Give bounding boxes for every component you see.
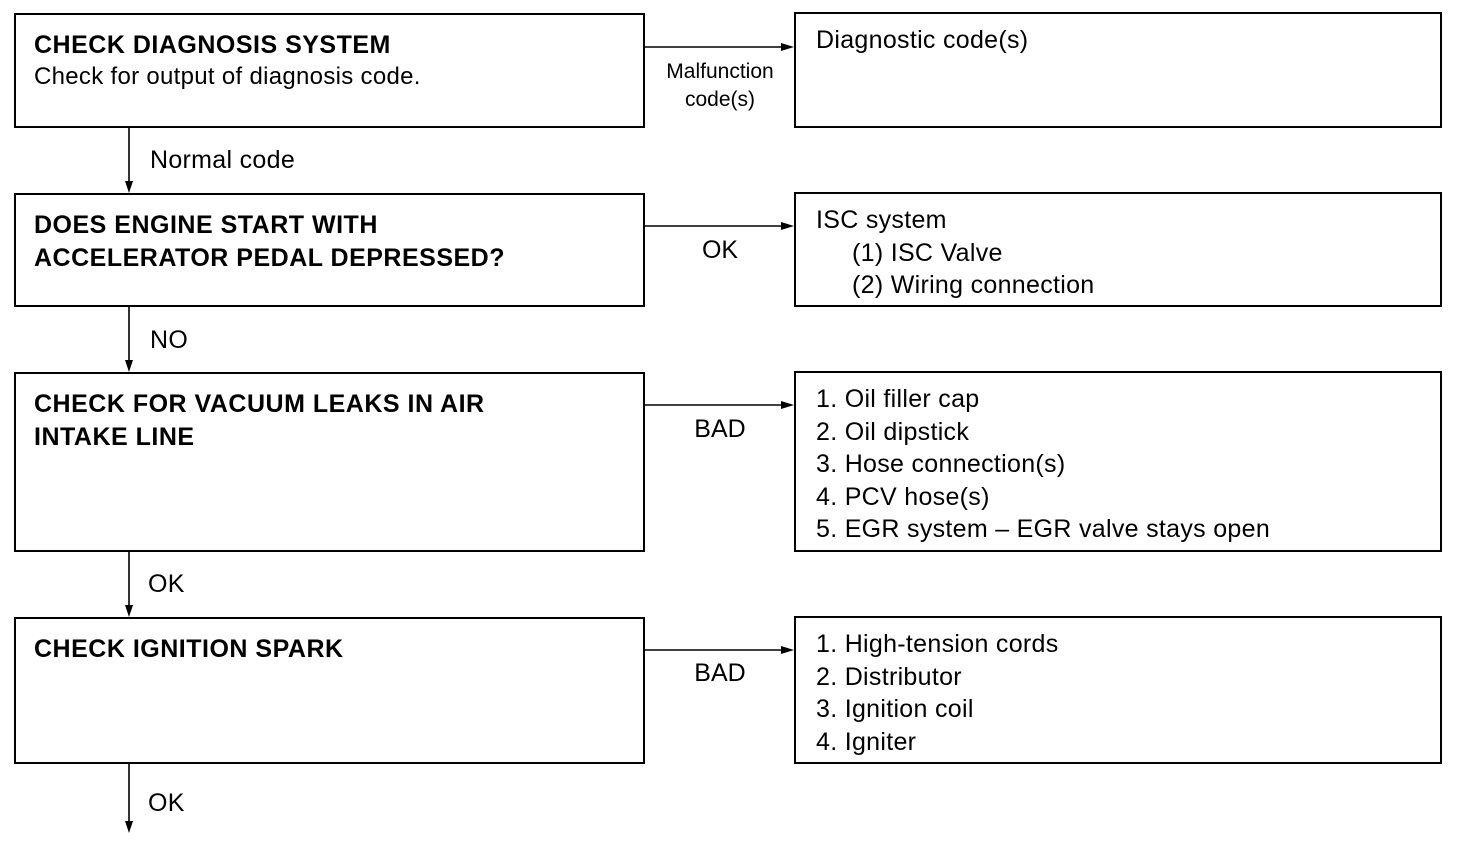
down-label-ok: OK [148,789,185,817]
step-title: CHECK FOR VACUUM LEAKS IN AIR INTAKE LIN… [34,390,485,451]
branch-label-bad: BAD [694,415,746,443]
list-item: (1) ISC Valve [852,238,1003,267]
arrowhead-step3 [781,401,794,409]
outcome-list: 1. Oil filler cap 2. Oil dipstick 3. Hos… [816,383,1440,546]
list-item: (2) Wiring connection [852,271,1095,299]
outcome-title: Diagnostic code(s) [816,26,1029,54]
arrowhead-down-2 [125,360,133,372]
outcome-title: ISC system [816,206,947,234]
arrowhead-step4 [781,646,794,654]
branch-label-bad: BAD [694,659,746,687]
arrowhead-down-3 [125,605,133,617]
step-box-ignition-spark: CHECK IGNITION SPARK [14,617,645,764]
list-item: 4. Igniter [816,727,917,756]
step-box-check-diagnosis: CHECK DIAGNOSIS SYSTEM Check for output … [14,13,645,128]
outcome-box-vacuum-leak-causes: 1. Oil filler cap 2. Oil dipstick 3. Hos… [794,371,1442,552]
list-item: 1. Oil filler cap [816,385,980,413]
outcome-list: 1. High-tension cords 2. Distributor 3. … [816,628,1440,758]
step-description: Check for output of diagnosis code. [34,63,421,90]
down-label-no: NO [150,326,189,354]
branch-label-line: Malfunction [666,60,774,83]
arrowhead-down-1 [125,181,133,193]
list-item: 3. Hose connection(s) [816,450,1066,478]
arrowhead-down-4 [125,821,133,833]
down-label-normal-code: Normal code [150,146,296,174]
list-item: 3. Ignition coil [816,695,974,723]
arrowhead-step1 [781,43,794,51]
step-box-vacuum-leaks: CHECK FOR VACUUM LEAKS IN AIR INTAKE LIN… [14,372,645,552]
list-item: 1. High-tension cords [816,630,1059,658]
outcome-box-isc-system: ISC system (1) ISC Valve (2) Wiring conn… [794,192,1442,307]
step-box-engine-start: DOES ENGINE START WITH ACCELERATOR PEDAL… [14,193,645,307]
arrowhead-step2 [781,222,794,230]
list-item: 4. PCV hose(s) [816,482,990,511]
down-label-ok: OK [148,570,185,598]
list-item: 2. Distributor [816,662,962,691]
list-item: 2. Oil dipstick [816,417,970,446]
list-item: 5. EGR system – EGR valve stays open [816,515,1271,543]
outcome-box-diagnostic-codes: Diagnostic code(s) [794,12,1442,128]
step-title: DOES ENGINE START WITH ACCELERATOR PEDAL… [34,211,506,272]
branch-label-malfunction: Malfunction code(s) [646,58,794,114]
step-title: CHECK DIAGNOSIS SYSTEM [34,31,391,59]
outcome-box-ignition-causes: 1. High-tension cords 2. Distributor 3. … [794,616,1442,764]
branch-label-line: code(s) [684,88,756,111]
step-title: CHECK IGNITION SPARK [34,635,344,663]
branch-label-ok: OK [701,236,739,264]
outcome-list: (1) ISC Valve (2) Wiring connection [816,237,1440,302]
